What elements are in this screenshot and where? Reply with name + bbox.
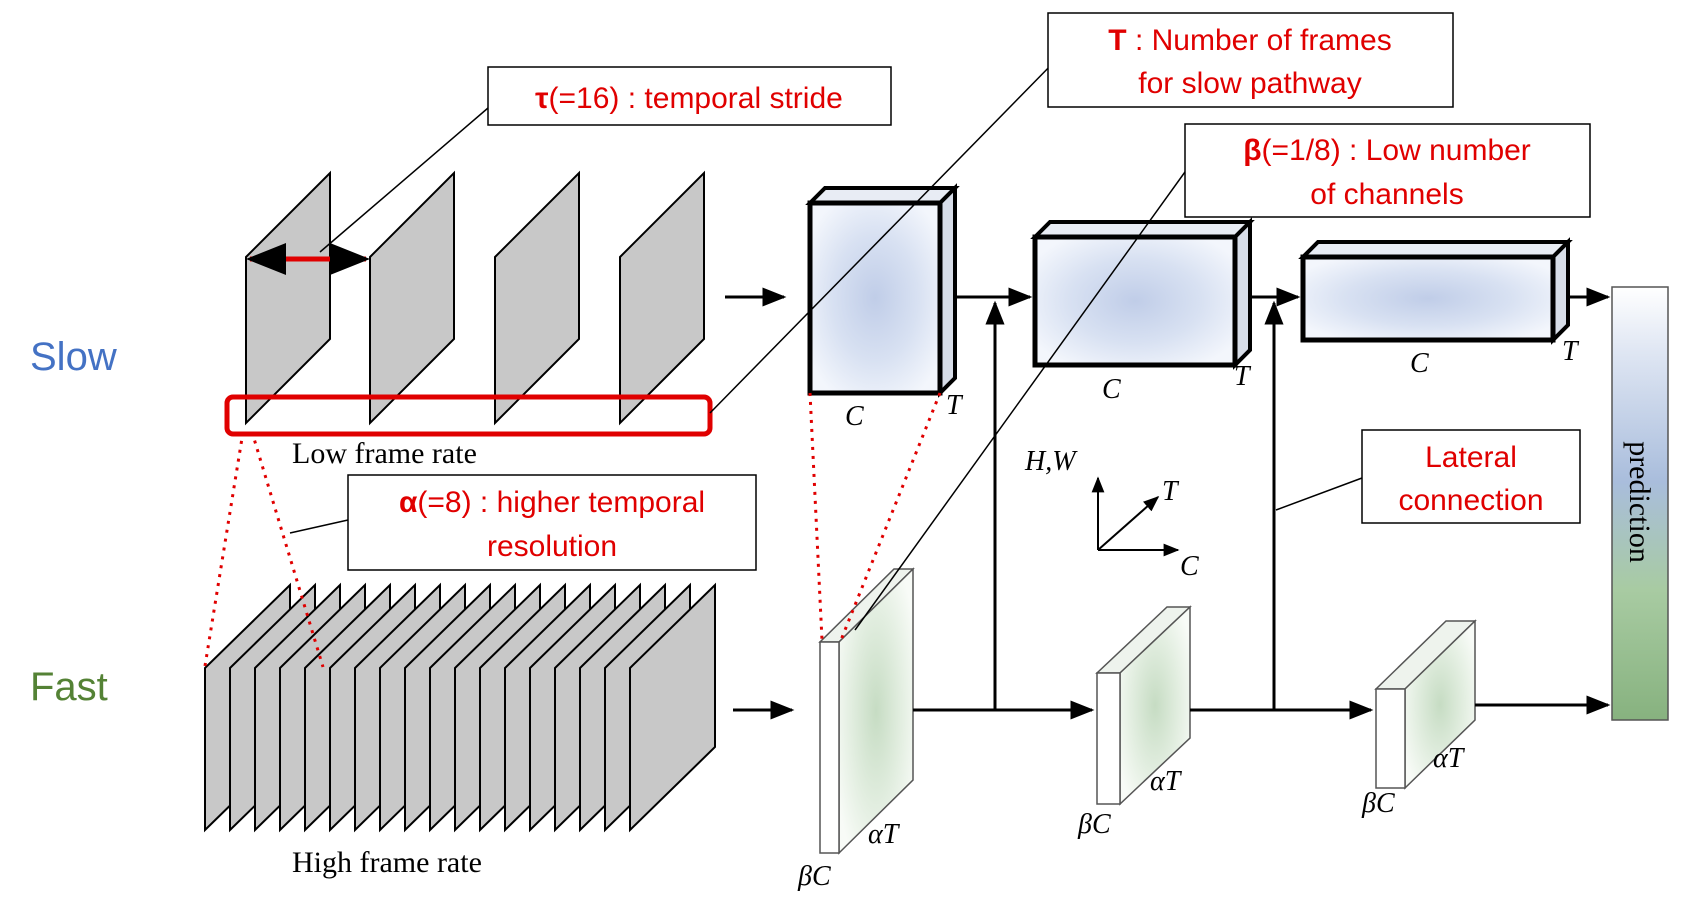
fast-block-2-alpha-t-label: αT (1150, 766, 1183, 797)
slow-block-1-t-label: T (946, 390, 964, 421)
tau-annotation: τ(=16) : temporal stride (535, 82, 843, 115)
beta-annotation-line-2: of channels (1310, 178, 1463, 211)
fast-pathway-label: Fast (30, 665, 108, 709)
slow-block-3-t-label: T (1562, 336, 1580, 367)
annotation-leaders (289, 57, 1363, 631)
T-annotation-box (1047, 12, 1454, 108)
slow-block-1-c-label: C (845, 401, 864, 432)
lateral-annotation-line-1: Lateral (1425, 441, 1517, 474)
axis-hw-label: H,W (1024, 446, 1078, 477)
alpha-annotation-box (347, 474, 757, 571)
fast-block-3-beta-c-label: βC (1361, 788, 1395, 819)
slow-block-3 (1298, 237, 1573, 345)
alpha-zoom-lines (203, 431, 325, 668)
beta-annotation-box (1184, 123, 1591, 218)
slow-frame (245, 170, 331, 426)
fast-block-2 (1095, 605, 1192, 806)
fast-input-frames (204, 582, 716, 833)
high-frame-rate-label: High frame rate (292, 846, 482, 879)
slow-block-1 (805, 183, 960, 398)
T-annotation-line-2: for slow pathway (1138, 67, 1361, 100)
slow-frames-highlight (224, 394, 713, 437)
low-frame-rate-label: Low frame rate (292, 437, 477, 470)
slow-block-2-c-label: C (1102, 374, 1121, 405)
lateral-annotation-line-2: connection (1398, 484, 1543, 517)
axis-c-label: C (1180, 551, 1199, 582)
beta-annotation-line-1: β(=1/8) : Low number (1243, 134, 1531, 167)
slow-frame (369, 170, 455, 426)
slow-block-2-t-label: T (1234, 361, 1252, 392)
slow-frame (494, 170, 580, 426)
tau-annotation-box (487, 66, 892, 126)
lateral-annotation-box (1361, 429, 1581, 524)
slow-block-2 (1030, 217, 1255, 370)
axes-legend (1091, 476, 1180, 557)
axis-t-label: T (1162, 476, 1180, 507)
prediction-label: prediction (1623, 441, 1656, 563)
slow-input-frames (245, 170, 705, 426)
alpha-annotation-line-1: α(=8) : higher temporal (399, 486, 705, 519)
slow-block-3-c-label: C (1410, 348, 1429, 379)
fast-block-3-alpha-t-label: αT (1433, 743, 1466, 774)
alpha-annotation-line-2: resolution (487, 530, 617, 563)
fast-block-1-beta-c-label: βC (797, 861, 831, 892)
fast-block-2-beta-c-label: βC (1077, 809, 1111, 840)
slow-frame (619, 170, 705, 426)
fast-block-3 (1374, 619, 1477, 790)
fast-block-1 (818, 567, 915, 855)
slow-pathway-label: Slow (30, 335, 117, 379)
T-annotation-line-1: T : Number of frames (1108, 24, 1391, 57)
prediction-box (1611, 286, 1669, 721)
fast-block-1-alpha-t-label: αT (868, 819, 901, 850)
